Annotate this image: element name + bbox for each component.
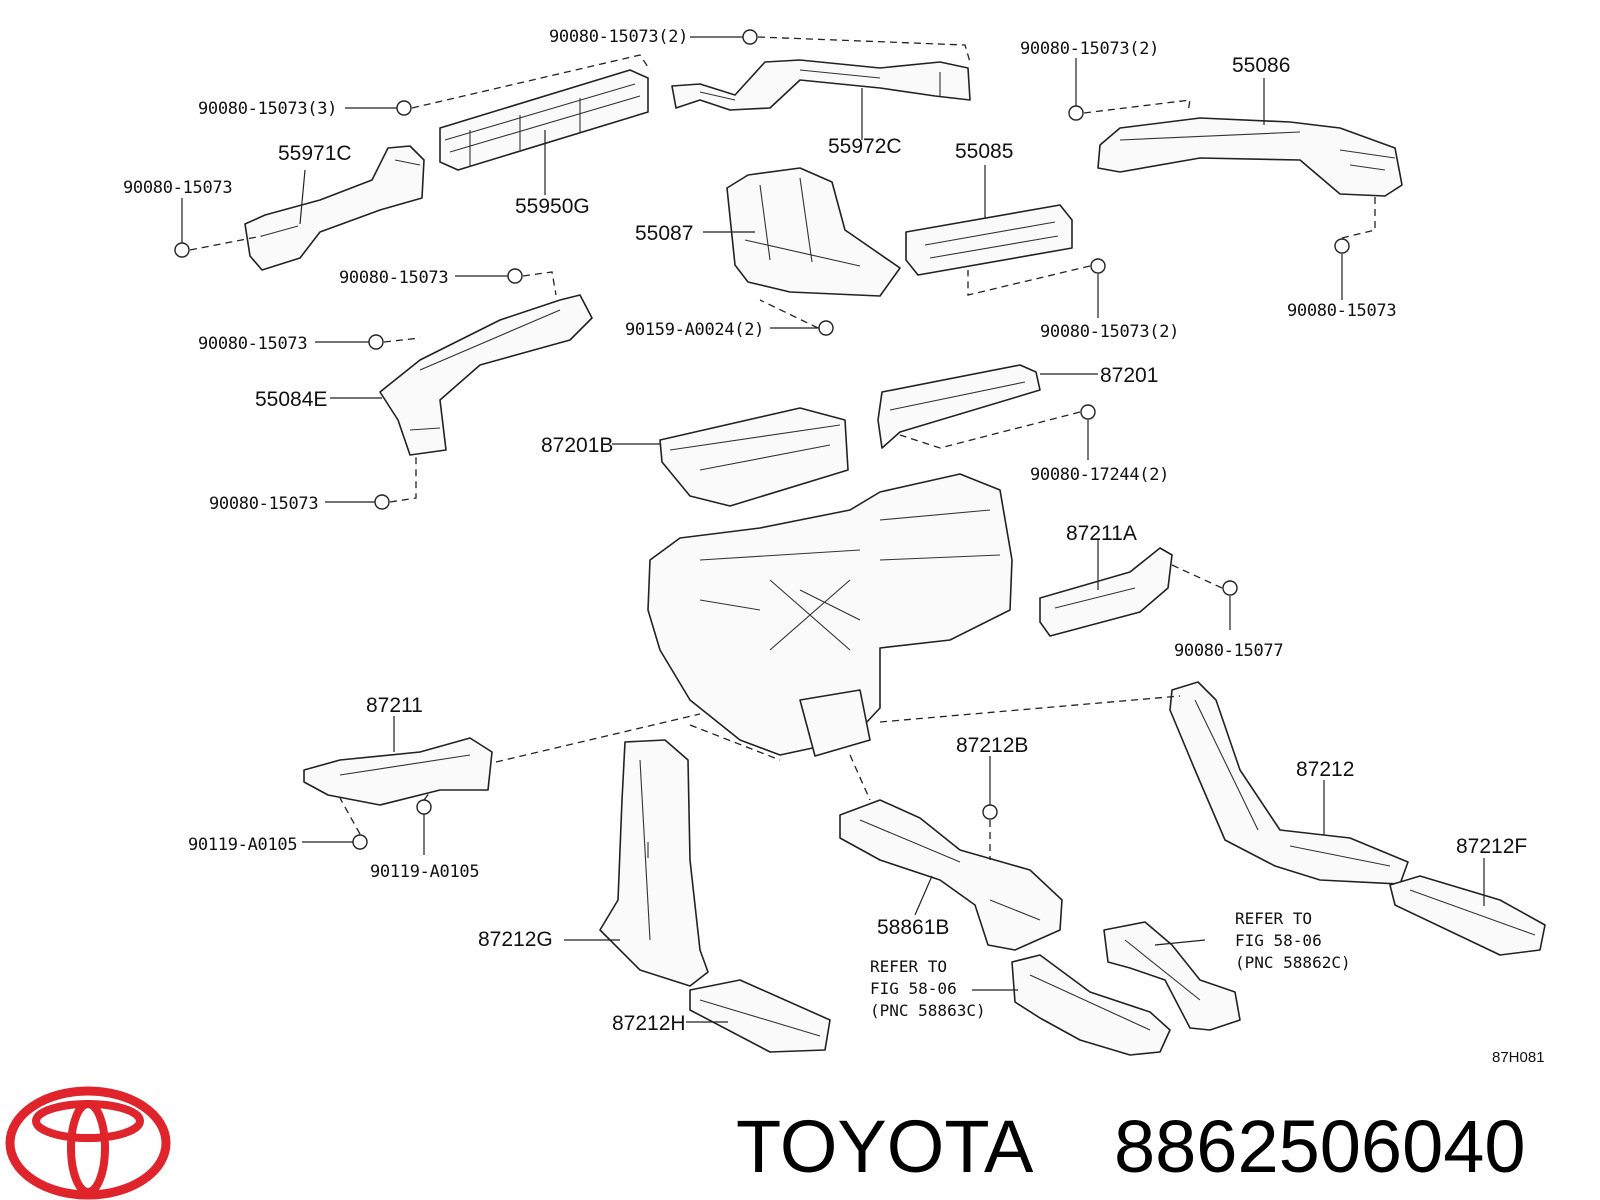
part-55085 [905,204,1073,276]
part-55971C [244,145,425,271]
callout-90080-15077: 90080-15077 [1174,641,1283,661]
callout-87211A: 87211A [1066,522,1137,545]
part-87212G [599,739,709,987]
part-55087 [726,167,901,297]
callout-58861B: 58861B [877,916,949,939]
part-58861B [839,799,1063,951]
callout-55085: 55085 [955,140,1013,163]
refer-note-right-line-1: REFER TO [1235,909,1312,928]
callout-87212F: 87212F [1456,835,1527,858]
callout-87201B: 87201B [541,434,613,457]
callout-90080-15073-l2: 90080-15073 [198,334,307,354]
callout-90080-15073-3: 90080-15073(3) [198,99,337,119]
part-hvac-unit [647,473,1013,757]
callout-55084E: 55084E [255,388,327,411]
bolts [174,29,1350,850]
callout-90119-A0105-b: 90119-A0105 [370,862,479,882]
brand-name: TOYOTA [736,1105,1034,1188]
refer-note-left: REFER TO FIG 58-06 (PNC 58863C) [870,957,986,1020]
callout-87212H: 87212H [612,1012,686,1035]
callout-87212: 87212 [1296,758,1354,781]
refer-note-right: REFER TO FIG 58-06 (PNC 58862C) [1235,909,1351,972]
part-number: 8862506040 [1114,1105,1526,1188]
callout-labels: 90080-15073(2) 90080-15073(3) 90080-1507… [123,27,1527,1035]
part-87201B [659,407,849,507]
part-ref-58863C [1011,954,1171,1056]
callout-87212G: 87212G [478,928,553,951]
refer-note-left-line-2: FIG 58-06 [870,979,957,998]
callout-90080-15073-l3: 90080-15073 [209,494,318,514]
part-55086 [1097,117,1403,197]
refer-note-right-line-2: FIG 58-06 [1235,931,1322,950]
callout-55950G: 55950G [515,195,590,218]
part-87211A [1039,547,1173,637]
callout-90119-A0105-a: 90119-A0105 [188,835,297,855]
assembly-lines [189,36,1376,860]
toyota-logo-icon [5,1086,171,1200]
callout-90080-15073-mid: 90080-15073 [339,268,448,288]
callout-90080-15073-farright: 90080-15073 [1287,301,1396,321]
diagram-code: 87H081 [1492,1049,1545,1066]
part-87212F [1389,875,1546,956]
callout-90159-A0024: 90159-A0024(2) [625,320,764,340]
refer-note-left-line-1: REFER TO [870,957,947,976]
callout-90080-17244: 90080-17244(2) [1030,465,1169,485]
callout-55971C: 55971C [278,142,352,165]
part-55950G [439,69,649,171]
callout-87212B: 87212B [956,734,1028,757]
callout-90080-15073-left: 90080-15073 [123,178,232,198]
refer-note-left-line-3: (PNC 58863C) [870,1001,986,1020]
part-ref-58862C [1103,921,1241,1031]
callout-90080-15073-2-mid: 90080-15073(2) [1040,322,1179,342]
part-87212 [1169,681,1409,885]
callout-90080-15073-2-right: 90080-15073(2) [1020,39,1159,59]
callout-87201: 87201 [1100,364,1158,387]
callout-87211: 87211 [366,694,423,717]
refer-note-right-line-3: (PNC 58862C) [1235,953,1351,972]
part-55084E [379,294,593,456]
callout-90080-15073-2-top: 90080-15073(2) [549,27,688,47]
part-87201 [877,364,1041,449]
callout-55972C: 55972C [828,135,902,158]
callout-55087: 55087 [635,222,693,245]
callout-55086: 55086 [1232,54,1290,77]
leader-lines [181,36,1485,1023]
part-87211 [303,737,493,806]
part-55972C [671,59,971,111]
part-87212H [689,979,831,1053]
